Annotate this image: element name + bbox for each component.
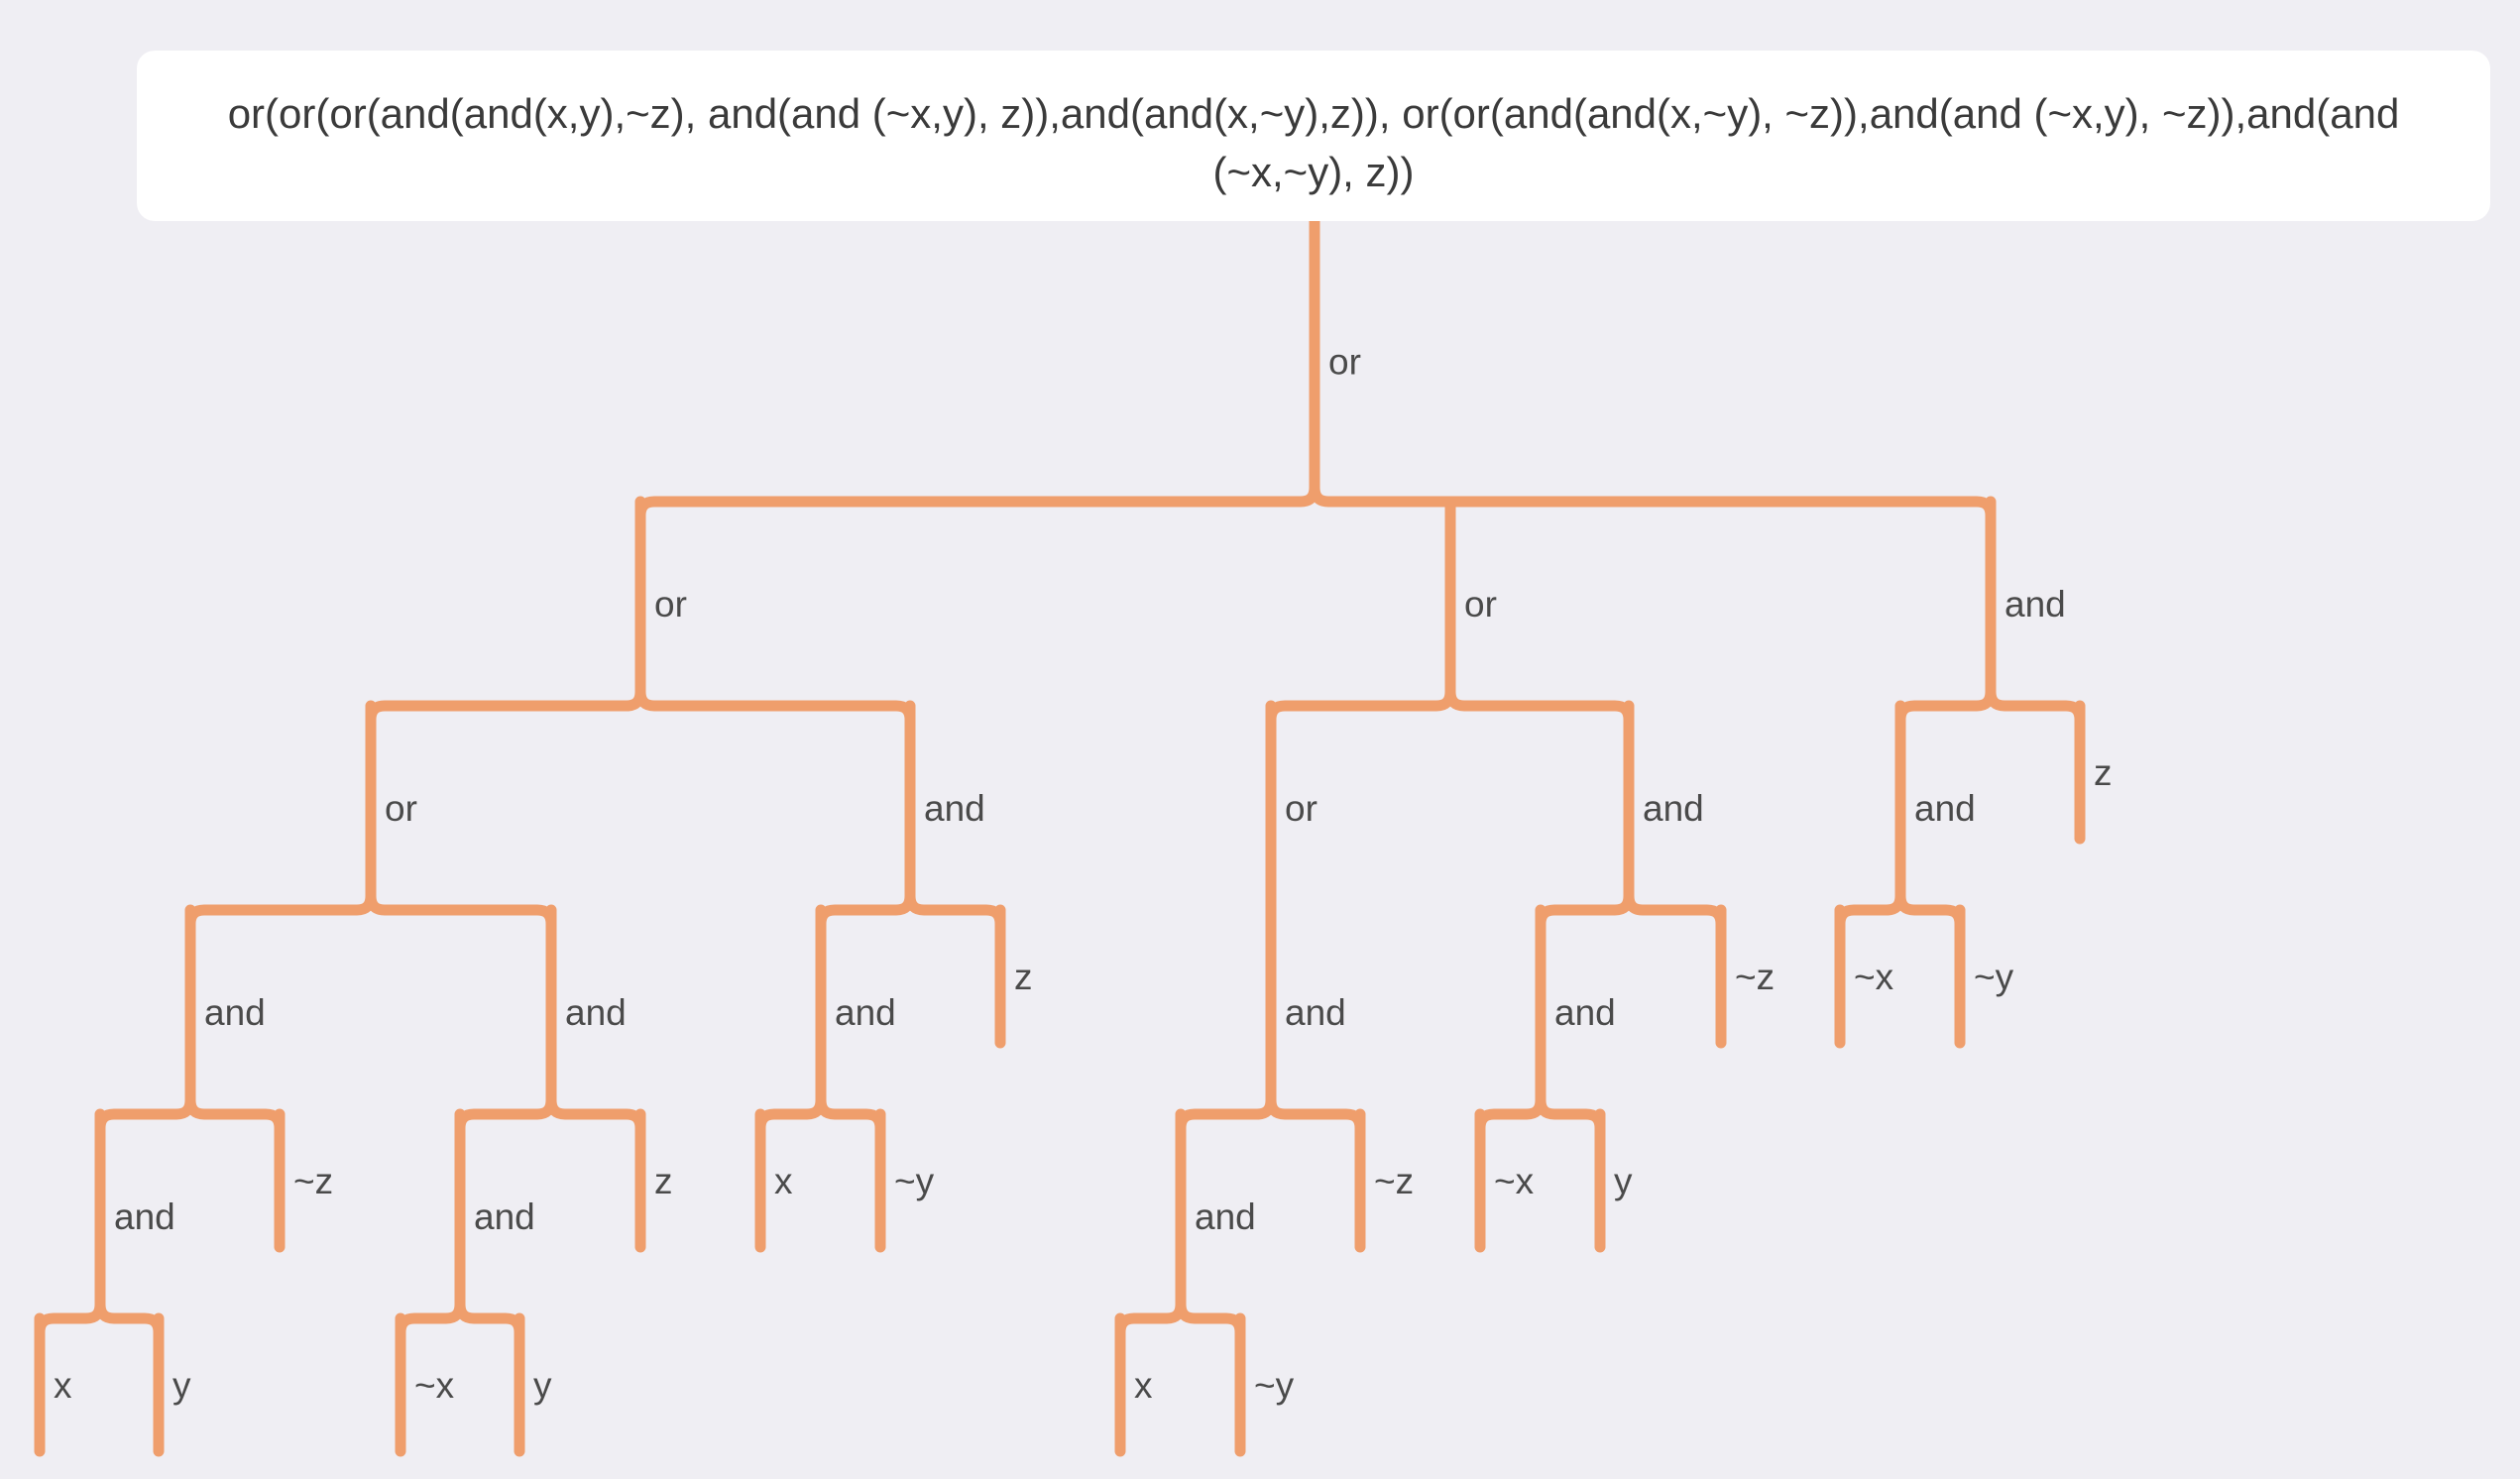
leaf-label-r00101: y bbox=[533, 1365, 552, 1406]
operator-label-r0010: and bbox=[474, 1196, 535, 1237]
leaf-label-r201: ~y bbox=[1974, 957, 2014, 997]
leaf-label-r00000: x bbox=[54, 1365, 72, 1406]
operator-label-r: or bbox=[1328, 342, 1361, 383]
operator-label-r100: and bbox=[1285, 992, 1346, 1033]
operator-label-r01: and bbox=[924, 788, 985, 829]
leaf-label-r00100: ~x bbox=[414, 1365, 455, 1406]
operator-label-r20: and bbox=[1914, 788, 1976, 829]
branch-edge-r0 bbox=[365, 496, 916, 726]
leaf-label-r1001: ~z bbox=[1374, 1161, 1414, 1201]
leaf-label-r200: ~x bbox=[1854, 957, 1894, 997]
leaf-label-r10000: x bbox=[1134, 1365, 1153, 1406]
leaf-label-r0011: z bbox=[654, 1161, 673, 1201]
operator-label-r00: or bbox=[385, 788, 417, 829]
operator-label-r0000: and bbox=[114, 1196, 175, 1237]
branch-edge-r00 bbox=[184, 700, 557, 930]
leaf-label-r0001: ~z bbox=[293, 1161, 333, 1201]
operator-label-r000: and bbox=[204, 992, 266, 1033]
branch-edge-r bbox=[634, 215, 1997, 521]
operator-label-r10: or bbox=[1285, 788, 1317, 829]
leaf-label-r011: z bbox=[1014, 957, 1033, 997]
operator-label-r0: or bbox=[654, 584, 687, 625]
operator-label-r1000: and bbox=[1195, 1196, 1256, 1237]
operator-label-r110: and bbox=[1554, 992, 1616, 1033]
leaf-label-r1101: y bbox=[1614, 1161, 1633, 1201]
expression-box: or(or(or(and(and(x,y),~z), and(and (~x,y… bbox=[137, 51, 2490, 221]
operator-label-r1: or bbox=[1464, 584, 1497, 625]
leaf-label-r0101: ~y bbox=[894, 1161, 935, 1201]
branch-edge-r1 bbox=[1265, 496, 1635, 726]
leaf-label-r0100: x bbox=[774, 1161, 793, 1201]
operator-label-r11: and bbox=[1643, 788, 1704, 829]
leaf-label-r1100: ~x bbox=[1494, 1161, 1535, 1201]
expression-text: or(or(or(and(and(x,y),~z), and(and (~x,y… bbox=[227, 90, 2400, 195]
operator-label-r2: and bbox=[2005, 584, 2066, 625]
operator-label-r010: and bbox=[835, 992, 896, 1033]
leaf-label-r111: ~z bbox=[1735, 957, 1775, 997]
leaf-label-r10001: ~y bbox=[1254, 1365, 1295, 1406]
operator-label-r001: and bbox=[565, 992, 627, 1033]
leaf-label-r21: z bbox=[2094, 752, 2113, 793]
leaf-label-r00001: y bbox=[172, 1365, 191, 1406]
